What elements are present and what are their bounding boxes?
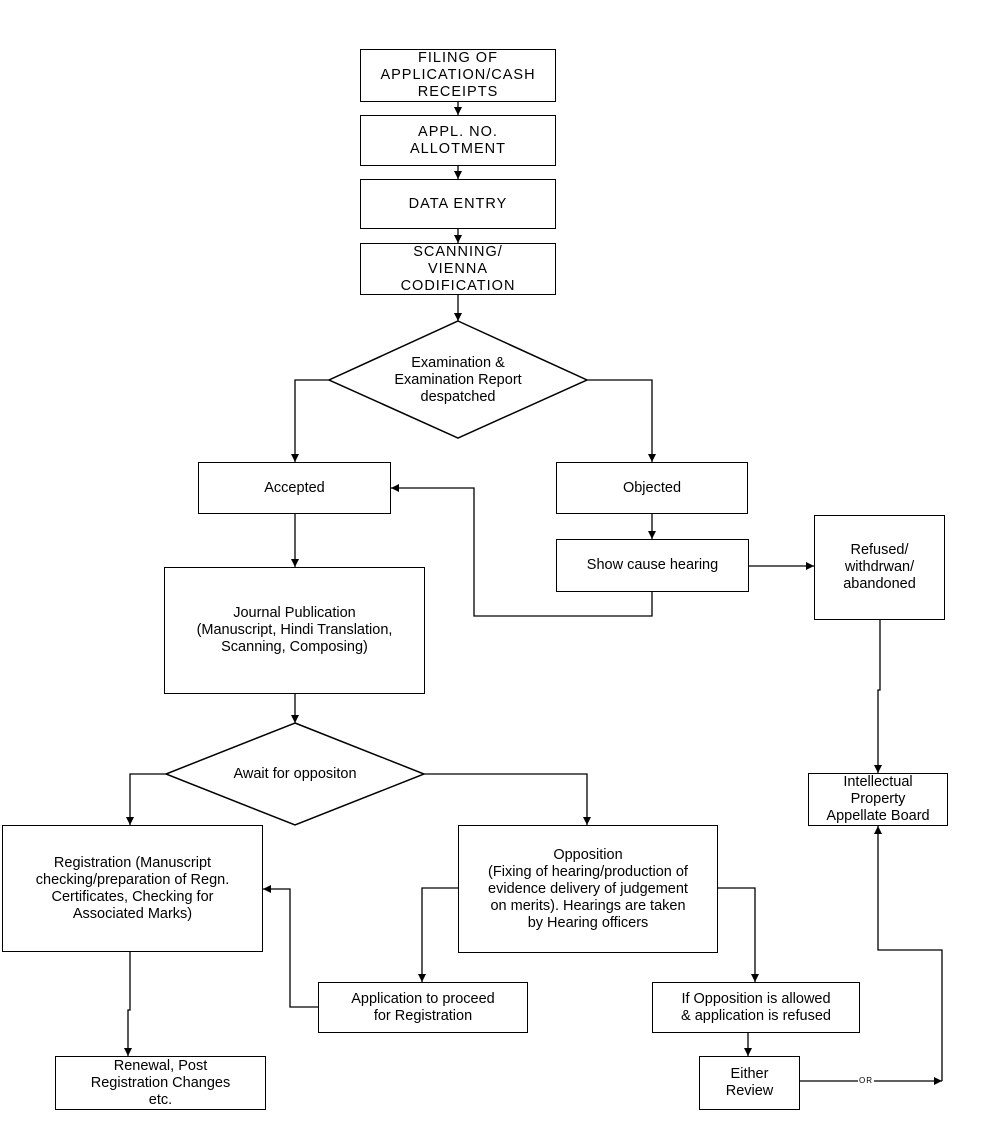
scanning-box: SCANNING/ VIENNA CODIFICATION	[360, 243, 556, 295]
arrow-refused-to-ipab	[874, 620, 882, 773]
await-diamond	[163, 722, 427, 826]
proceed-box: Application to proceed for Registration	[318, 982, 528, 1033]
await-decision: Await for oppositon	[233, 765, 357, 782]
opposition-box: Opposition (Fixing of hearing/production…	[458, 825, 718, 953]
filing-box: FILING OF APPLICATION/CASH RECEIPTS	[360, 49, 556, 102]
registration-box: Registration (Manuscript checking/prepar…	[2, 825, 263, 952]
refused-box: Refused/ withdrwan/ abandoned	[814, 515, 945, 620]
data-entry-box: DATA ENTRY	[360, 179, 556, 229]
renewal-box: Renewal, Post Registration Changes etc.	[55, 1056, 266, 1110]
arrow-review-to-ipab	[874, 826, 943, 1081]
ipab-box: Intellectual Property Appellate Board	[808, 773, 948, 826]
arrow-examination-to-objected	[587, 379, 656, 462]
allotment-box: APPL. NO. ALLOTMENT	[360, 115, 556, 166]
or-edge-label: OR	[858, 1076, 874, 1085]
arrow-registration-to-renewal	[124, 952, 132, 1056]
examination-decision: Examination & Examination Report despatc…	[394, 354, 522, 405]
accepted-box: Accepted	[198, 462, 391, 514]
examination-diamond	[327, 320, 589, 439]
objected-box: Objected	[556, 462, 748, 514]
arrow-opposition-to-allowed	[718, 887, 759, 982]
review-box: Either Review	[699, 1056, 800, 1110]
arrow-opposition-to-proceed	[418, 887, 458, 982]
arrow-examination-to-accepted	[291, 379, 329, 462]
show-cause-box: Show cause hearing	[556, 539, 749, 592]
arrow-show-cause-to-accepted	[391, 484, 653, 617]
journal-box: Journal Publication (Manuscript, Hindi T…	[164, 567, 425, 694]
allowed-box: If Opposition is allowed & application i…	[652, 982, 860, 1033]
arrow-await-to-opposition	[424, 773, 591, 825]
arrow-proceed-to-registration	[263, 885, 318, 1008]
arrow-await-to-registration	[126, 773, 166, 825]
